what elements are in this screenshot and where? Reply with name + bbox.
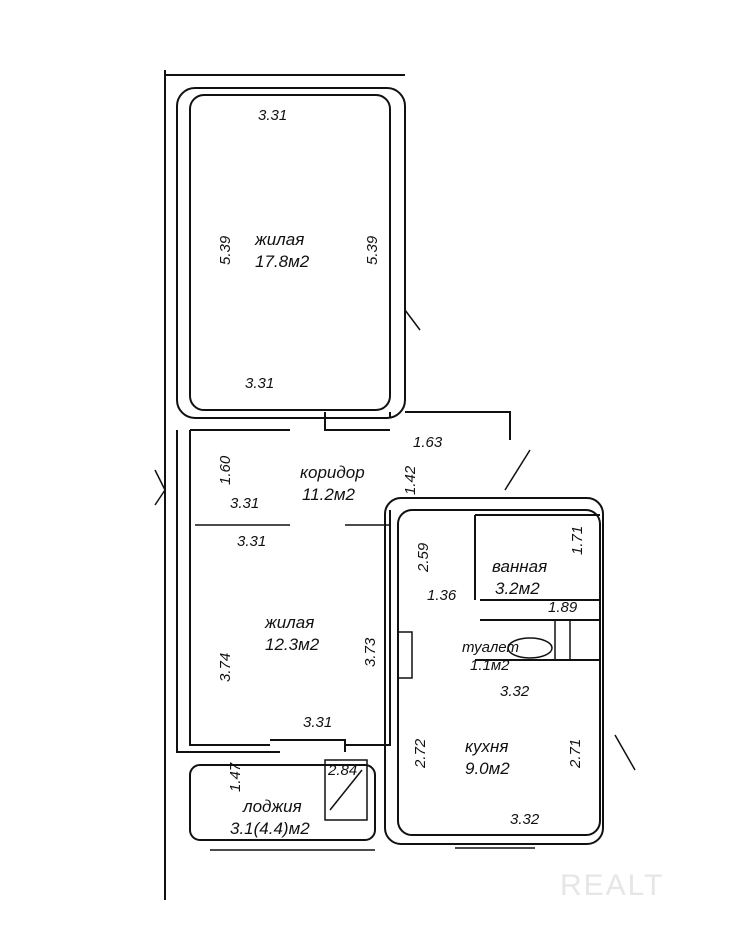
dimension-label: 5.39 [364,235,381,265]
room-area: 1.1м2 [470,657,510,674]
dimension-label: 2.84 [327,762,357,779]
room-name: кухня [465,737,508,756]
room-area: 3.2м2 [495,579,540,598]
dimension-label: 2.72 [412,738,429,769]
room-corridor: коридор 11.2м2 [300,463,365,504]
dimension-label: 3.73 [362,637,379,667]
dimension-label: 3.31 [245,375,274,392]
dimension-label: 3.31 [237,533,266,550]
room-name: ванная [492,557,547,576]
room-living-2: жилая 12.3м2 [264,613,320,654]
dimension-label: 1.60 [217,455,234,485]
dimensions: 3.31 5.39 5.39 3.31 1.63 1.60 3.31 1.42 … [217,107,586,828]
dimension-label: 2.59 [415,542,432,573]
room-living-1: жилая 17.8м2 [254,230,310,271]
room-loggia: лоджия 3.1(4.4)м2 [230,797,310,838]
room-name: туалет [462,639,519,656]
dimension-label: 1.71 [569,526,586,555]
room-toilet: туалет 1.1м2 [462,639,519,674]
room-name: коридор [300,463,365,482]
dimension-label: 1.42 [402,465,419,495]
room-area: 17.8м2 [255,252,310,271]
room-bath: ванная 3.2м2 [492,557,547,598]
room-area: 3.1(4.4)м2 [230,819,310,838]
room-area: 11.2м2 [302,485,355,504]
walls [154,70,636,900]
room-kitchen: кухня 9.0м2 [465,737,510,778]
dimension-label: 1.63 [413,434,443,451]
room-area: 9.0м2 [465,759,510,778]
room-name: лоджия [242,797,302,816]
watermark-logo: REALT [560,869,664,902]
dimension-label: 3.31 [303,714,332,731]
dimension-label: 3.31 [258,107,287,124]
dimension-label: 3.32 [500,683,530,700]
dimension-label: 1.36 [427,587,457,604]
dimension-label: 5.39 [217,235,234,265]
dimension-label: 2.71 [567,739,584,769]
dimension-label: 3.32 [510,811,540,828]
dimension-label: 1.89 [548,599,578,616]
dimension-label: 3.74 [217,653,234,682]
room-name: жилая [264,613,314,632]
room-area: 12.3м2 [265,635,320,654]
dimension-label: 1.47 [227,762,244,792]
dimension-label: 3.31 [230,495,259,512]
room-name: жилая [254,230,304,249]
